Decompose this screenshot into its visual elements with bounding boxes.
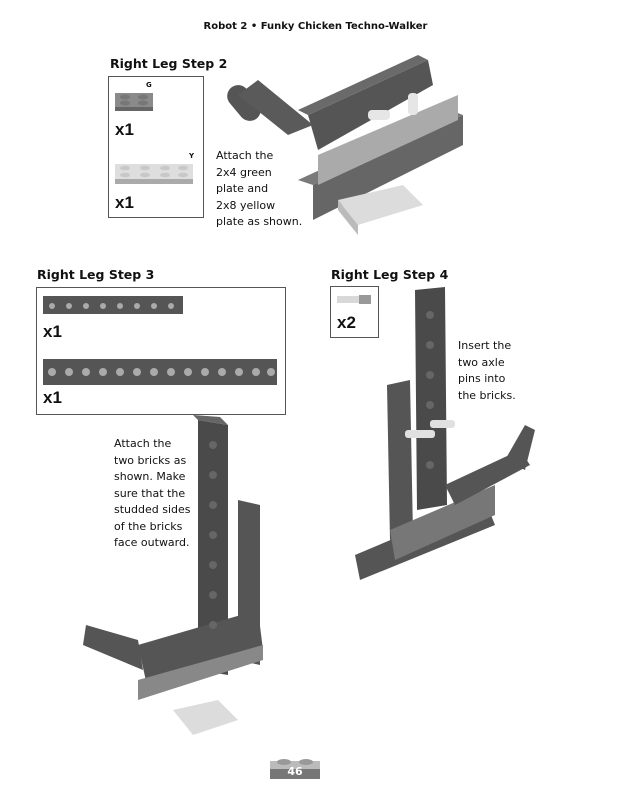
instruction-line: Attach the bbox=[216, 149, 274, 162]
lego-brick-icon bbox=[270, 759, 320, 779]
instruction-line: two bricks as bbox=[114, 453, 187, 467]
step-4-assembly-illustration bbox=[355, 287, 535, 580]
step-4-parts-box: x2 bbox=[330, 286, 379, 338]
instruction-line: the bricks. bbox=[458, 388, 516, 402]
instruction-line: pins into bbox=[458, 372, 506, 385]
instruction-line: Insert the bbox=[458, 339, 512, 352]
instruction-line: sure that the bbox=[114, 486, 186, 500]
yellow-plate-2x8-icon bbox=[115, 164, 193, 184]
axle-pin-icon bbox=[337, 295, 371, 304]
step-3-parts-box: x1 x1 bbox=[36, 287, 286, 415]
step-3-title: Right Leg Step 3 bbox=[37, 267, 155, 282]
part-qty: x1 bbox=[115, 193, 134, 212]
instruction-line: 2x8 yellow bbox=[216, 198, 276, 212]
instruction-line: studded sides bbox=[114, 503, 191, 516]
step-3-instruction: Attach the two bricks as shown. Make sur… bbox=[114, 436, 191, 552]
technic-beam-1x14-icon bbox=[43, 359, 277, 385]
part-qty: x1 bbox=[43, 388, 62, 407]
step-4-instruction: Insert the two axle pins into the bricks… bbox=[458, 338, 516, 404]
instruction-line: shown. Make bbox=[114, 470, 186, 483]
page-number: 46 bbox=[287, 765, 303, 778]
part-code: G bbox=[146, 81, 152, 89]
step-4-title: Right Leg Step 4 bbox=[331, 267, 449, 282]
step-2-parts-box: G x1 Y x1 bbox=[108, 76, 204, 218]
instruction-line: two axle bbox=[458, 355, 505, 369]
green-plate-2x4-icon bbox=[115, 93, 153, 111]
step-3-assembly-illustration bbox=[83, 415, 263, 735]
instruction-line: plate and bbox=[216, 182, 269, 195]
instruction-line: plate as shown. bbox=[216, 215, 303, 228]
part-qty: x1 bbox=[115, 120, 134, 139]
instruction-line: of the bricks bbox=[114, 519, 183, 533]
step-2-assembly-illustration bbox=[227, 55, 463, 235]
running-header: Robot 2 • Funky Chicken Techno-Walker bbox=[203, 21, 428, 32]
page-number-badge: 46 bbox=[270, 757, 320, 779]
technic-beam-1x8-icon bbox=[43, 296, 183, 314]
part-qty: x2 bbox=[337, 313, 356, 332]
step-2-title: Right Leg Step 2 bbox=[110, 56, 228, 71]
instruction-line: face outward. bbox=[114, 536, 190, 549]
instruction-line: Attach the bbox=[114, 437, 172, 450]
step-2-instruction: Attach the 2x4 green plate and 2x8 yello… bbox=[216, 148, 302, 231]
instruction-line: 2x4 green bbox=[216, 165, 272, 179]
part-code: Y bbox=[189, 152, 195, 160]
part-qty: x1 bbox=[43, 322, 62, 341]
